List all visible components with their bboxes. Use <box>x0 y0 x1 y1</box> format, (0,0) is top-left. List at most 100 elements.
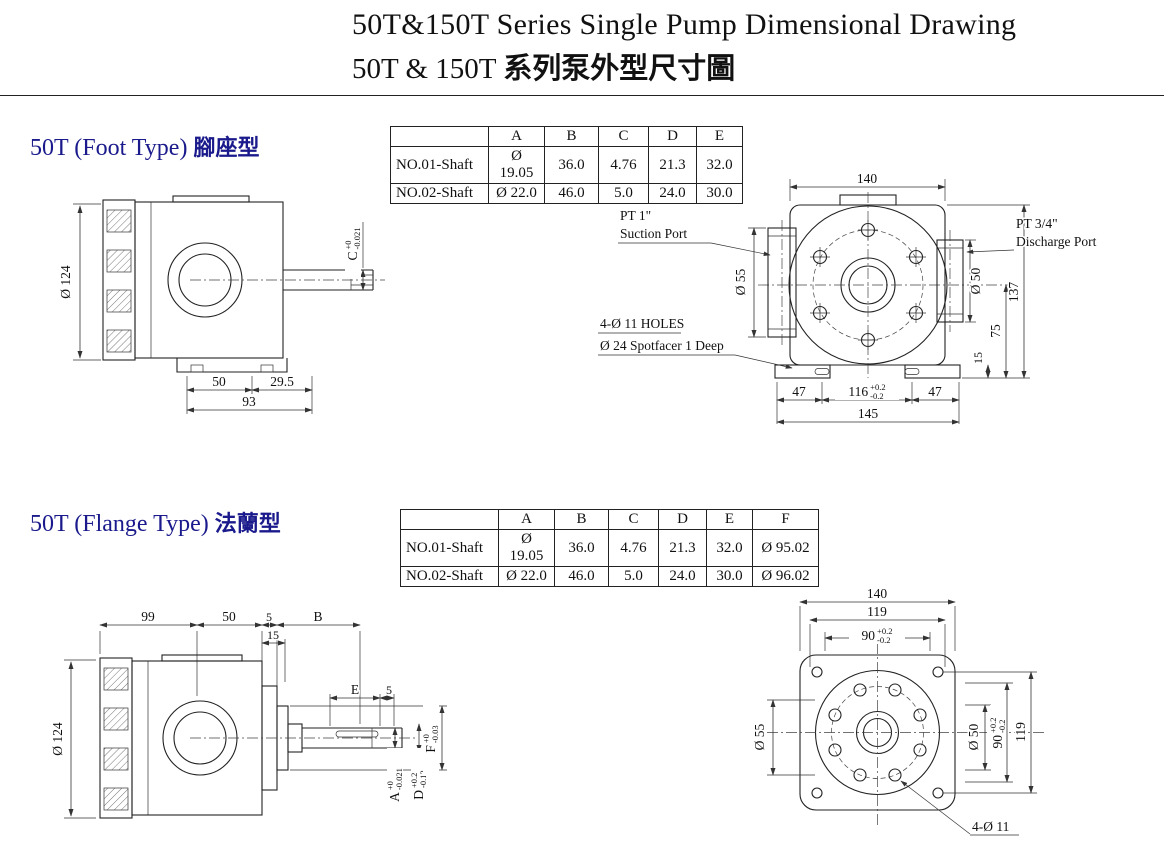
cell: NO.01-Shaft <box>390 146 489 184</box>
discharge-port-label-1: PT 3/4" <box>1016 216 1058 231</box>
dim-47-right-label: 47 <box>928 384 942 399</box>
tolerance: +0.2-0.2 <box>877 626 893 645</box>
mounting-foot <box>176 358 288 373</box>
right-dimensions: Ø 50 119 <box>943 671 1037 794</box>
dim-value: D <box>411 789 426 800</box>
cell: Ø 96.02 <box>752 566 819 587</box>
dim-15-label: 15 <box>971 352 985 364</box>
section-heading-flange: 50T (Flange Type) 法蘭型 <box>30 506 281 538</box>
col-header-D: D <box>648 126 697 147</box>
cell: NO.01-Shaft <box>400 529 499 567</box>
dim-value: A <box>387 792 402 802</box>
tolerance: +0.2-0.2 <box>988 717 1007 733</box>
shaft-dia-C-label: C +0-0.021 <box>343 209 362 279</box>
dia-124-label: Ø 124 <box>58 265 73 299</box>
cell: 30.0 <box>696 183 743 204</box>
title-series: 50T & 150T <box>352 53 504 85</box>
discharge-flange <box>936 230 964 332</box>
right-dimensions: 15 75 137 <box>947 204 1030 379</box>
dia-50-label: Ø 50 <box>968 267 983 294</box>
dim-99-label: 99 <box>141 609 155 624</box>
cell: 4.76 <box>598 146 649 184</box>
dim-137-label: 137 <box>1006 282 1021 303</box>
page-title-zh: 50T & 150T 系列泵外型尺寸圖 <box>352 45 1132 87</box>
title-block: 50T&150T Series Single Pump Dimensional … <box>352 8 1132 87</box>
mounting-feet <box>774 364 961 379</box>
holes-note: 4-Ø 11 HOLES Ø 24 Spotfacer 1 Deep <box>598 315 793 369</box>
suction-port-note: PT 1" Suction Port <box>618 207 771 256</box>
dim-F-label: F +0-0.03 <box>421 702 440 776</box>
col-header-E: E <box>696 126 743 147</box>
cell: 5.0 <box>598 183 649 204</box>
shaft-end-dimensions: E 5 <box>329 681 395 726</box>
cell: 36.0 <box>554 529 609 567</box>
flange-front-view-svg: 140 119 <box>751 585 1047 836</box>
foot-side-view-svg: Ø 124 <box>57 195 385 414</box>
top-dimensions: 99 50 5 B 15 <box>99 608 361 724</box>
dim-47-left-label: 47 <box>792 384 806 399</box>
table-row: NO.02-Shaft Ø 22.0 46.0 5.0 24.0 30.0 Ø … <box>400 566 819 587</box>
cell: 46.0 <box>544 183 599 204</box>
cell: 5.0 <box>608 566 659 587</box>
dim-140: 140 <box>789 170 946 201</box>
col-header-E: E <box>706 509 753 530</box>
col-header-B: B <box>554 509 609 530</box>
tolerance: +0-0.021 <box>343 227 362 250</box>
tolerance: +0.2-0.2 <box>870 382 886 401</box>
dia-50-dimension: Ø 50 <box>965 239 985 323</box>
suction-flange <box>767 220 797 345</box>
flange-front-view: 140 119 <box>735 585 1160 850</box>
dia-124-dimension: Ø 124 <box>57 203 101 361</box>
col-header-F: F <box>752 509 819 530</box>
dim-116-label: 116 +0.2-0.2 <box>835 382 899 401</box>
cell: NO.02-Shaft <box>390 183 489 204</box>
top-dimensions: 140 119 <box>799 585 956 667</box>
tolerance: +0-0.021 <box>385 768 404 791</box>
holes-note-label: 4-Ø 11 <box>972 819 1009 834</box>
dim-119-top-label: 119 <box>867 604 887 619</box>
discharge-port-note: PT 3/4" Discharge Port <box>966 215 1098 254</box>
cell: 24.0 <box>658 566 707 587</box>
dim-29-5-label: 29.5 <box>270 374 294 389</box>
table-header-row: A B C D E <box>390 126 743 147</box>
bottom-dimensions: 47 47 145 <box>776 382 960 425</box>
heading-foot-cjk: 腳座型 <box>193 135 260 160</box>
dim-A-label: A +0-0.021 <box>385 748 404 822</box>
dim-E-label: E <box>351 682 359 697</box>
col-header-blank <box>390 126 489 147</box>
bottom-dimensions: 50 29.5 93 <box>186 373 313 414</box>
cell: Ø 19.05 <box>498 529 555 567</box>
flange-spec-table: A B C D E F NO.01-Shaft Ø 19.05 36.0 4.7… <box>400 509 819 587</box>
holes-note-label-2: Ø 24 Spotfacer 1 Deep <box>600 338 724 353</box>
suction-port-label-2: Suction Port <box>620 226 687 241</box>
tolerance: +0-0.03 <box>421 725 440 744</box>
cell: 46.0 <box>554 566 609 587</box>
title-divider <box>0 95 1164 96</box>
dim-50-label: 50 <box>222 609 236 624</box>
holes-note-label-1: 4-Ø 11 HOLES <box>600 316 684 331</box>
col-header-C: C <box>608 509 659 530</box>
suction-port-label-1: PT 1" <box>620 208 651 223</box>
pump-cartridge <box>102 199 136 361</box>
foot-side-view: Ø 124 <box>55 192 390 424</box>
dim-75-label: 75 <box>988 324 1003 338</box>
dim-15-label: 15 <box>267 628 279 642</box>
dim-140-label: 140 <box>857 171 878 186</box>
col-header-A: A <box>498 509 555 530</box>
heading-flange-en: 50T (Flange Type) <box>30 511 209 537</box>
pump-body <box>134 195 284 359</box>
page-title-en: 50T&150T Series Single Pump Dimensional … <box>352 8 1017 41</box>
dim-90-top-label: 90 +0.2-0.2 <box>849 626 905 645</box>
foot-front-view-svg: 140 <box>598 170 1098 425</box>
dia-55-dimension: Ø 55 <box>751 699 815 776</box>
dim-value: 90 <box>861 628 876 643</box>
dia-124-dimension: Ø 124 <box>50 659 96 819</box>
col-header-C: C <box>598 126 649 147</box>
col-header-D: D <box>658 509 707 530</box>
cell: 32.0 <box>706 529 753 567</box>
discharge-port-label-2: Discharge Port <box>1016 234 1097 249</box>
foot-front-view: 140 <box>578 168 1103 430</box>
dim-119-right-label: 119 <box>1013 722 1028 742</box>
shaft <box>190 723 418 753</box>
